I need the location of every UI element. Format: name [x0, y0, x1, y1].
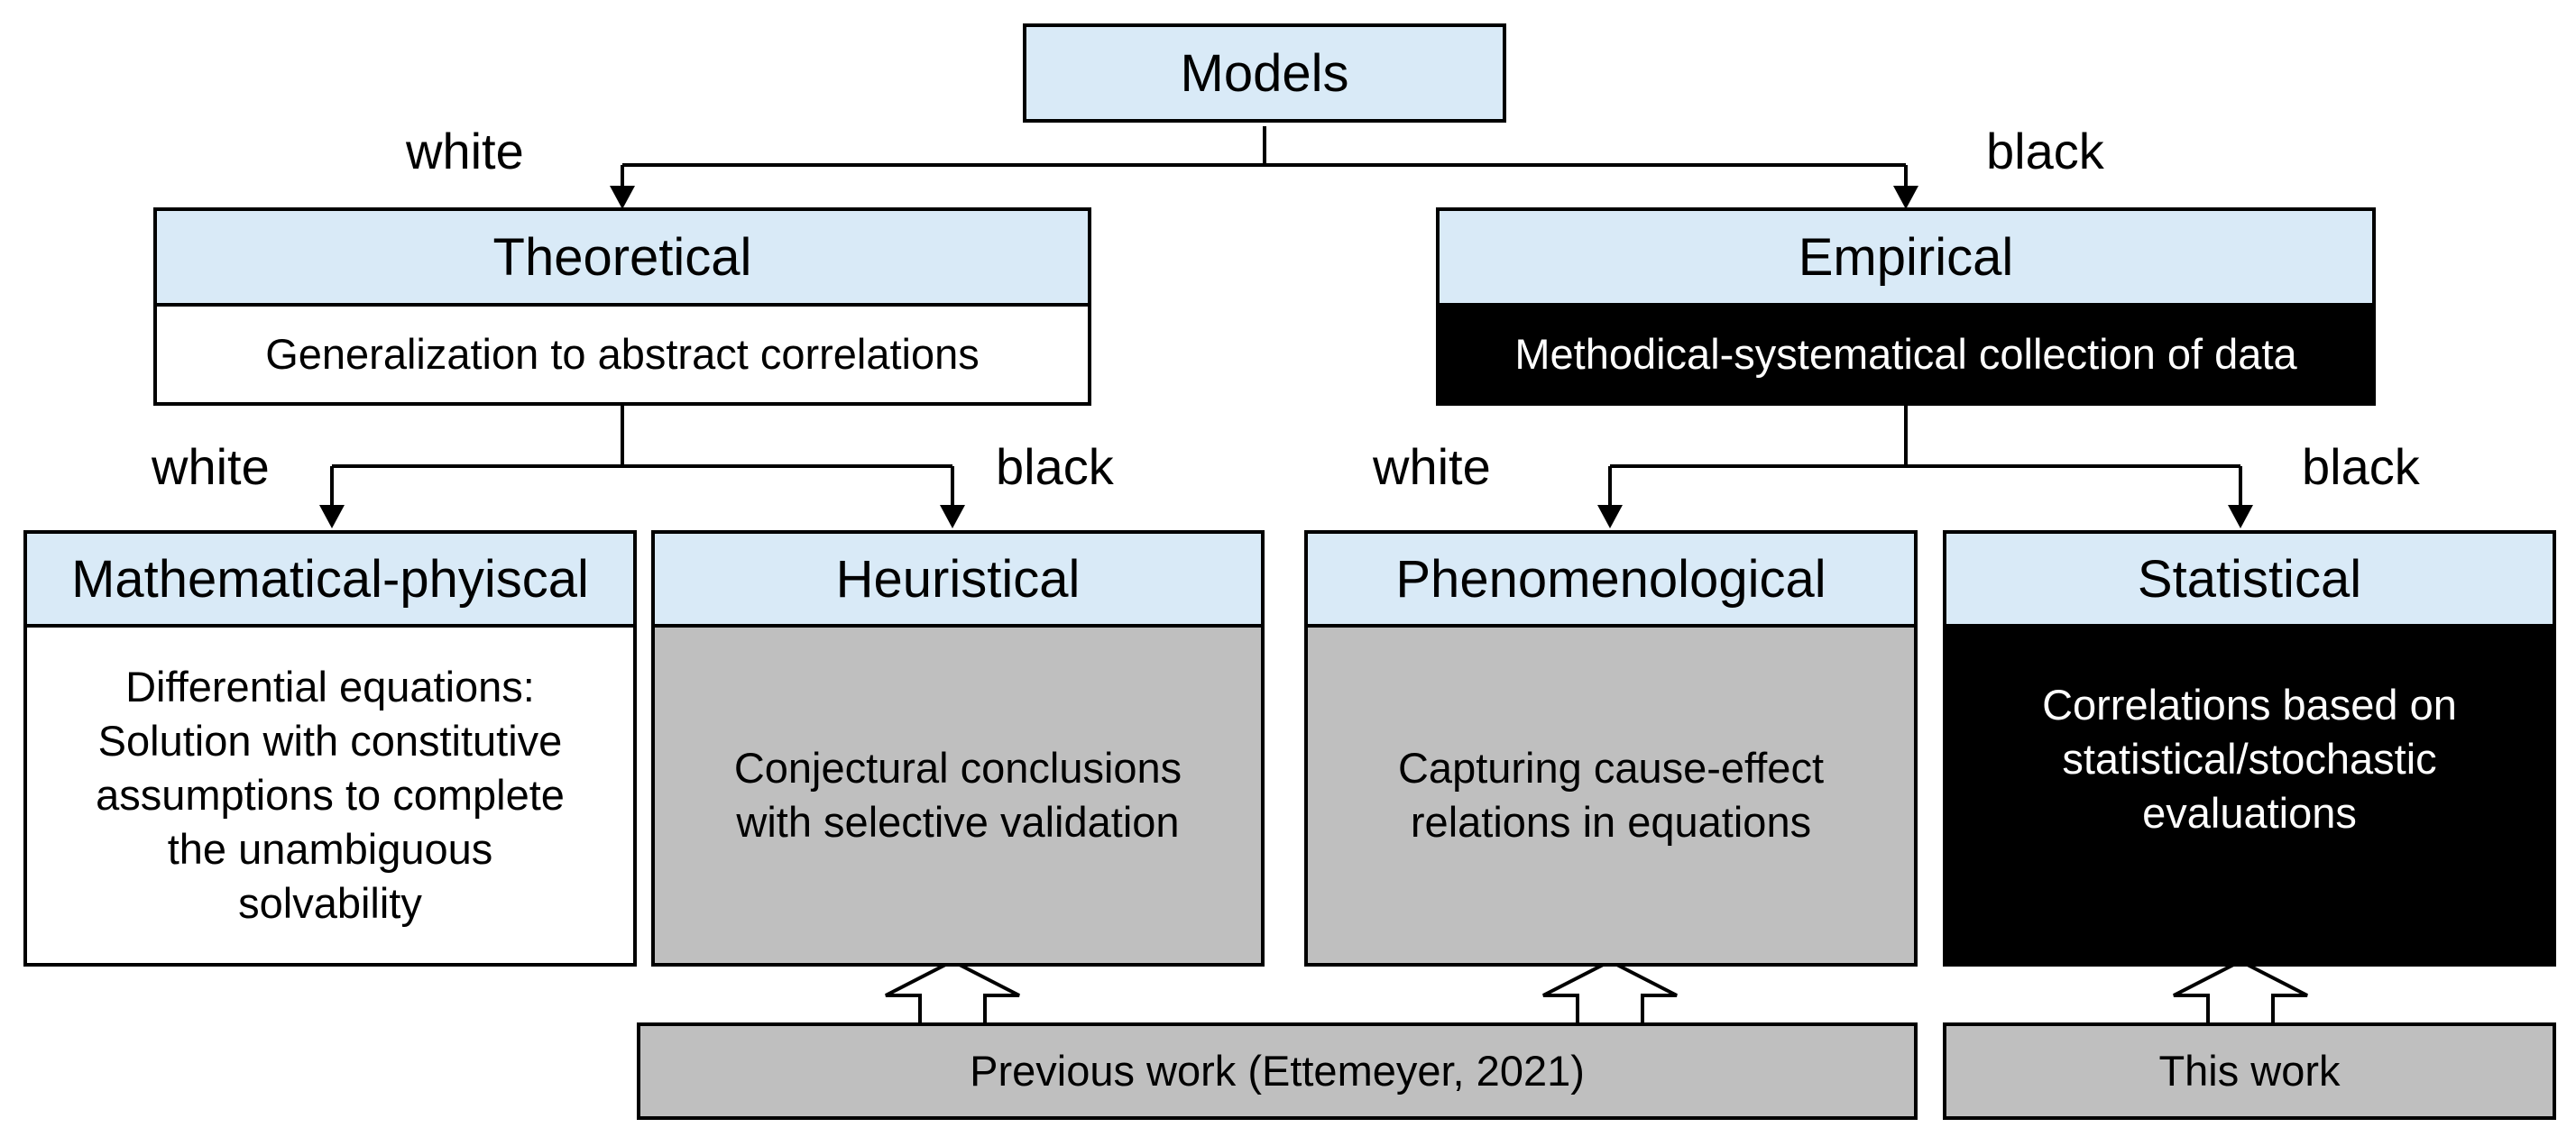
heuristical-header: Heuristical [651, 530, 1265, 628]
heuristical-title: Heuristical [835, 549, 1081, 609]
empirical-description: Methodical-systematical collection of da… [1514, 330, 2297, 378]
branch-label-theoretical-white: white [152, 438, 270, 495]
branch-label-empirical-black: black [2302, 438, 2420, 495]
mathematical-physical-title: Mathematical-phyiscal [71, 549, 589, 609]
phenomenological-title: Phenomenological [1395, 549, 1826, 609]
this-work-box: This work [1943, 1022, 2556, 1120]
phenomenological-header: Phenomenological [1304, 530, 1918, 628]
branch-label-root-black: black [1986, 123, 2104, 179]
models-box: Models [1023, 23, 1506, 123]
arrowhead-mathematical [319, 505, 345, 528]
mathematical-physical-header: Mathematical-phyiscal [23, 530, 637, 628]
statistical-description-box: Correlations based on statistical/stocha… [1943, 624, 2556, 967]
previous-work-box: Previous work (Ettemeyer, 2021) [637, 1022, 1918, 1120]
theoretical-description-box: Generalization to abstract correlations [153, 303, 1091, 406]
arrowhead-phenomenological [1597, 505, 1623, 528]
empirical-title: Empirical [1798, 227, 2014, 287]
phenomenological-description-box: Capturing cause-effect relations in equa… [1304, 624, 1918, 967]
arrowhead-empirical [1893, 186, 1918, 209]
branch-label-root-white: white [406, 123, 524, 179]
theoretical-header: Theoretical [153, 207, 1091, 307]
branch-label-empirical-white: white [1373, 438, 1491, 495]
statistical-header: Statistical [1943, 530, 2556, 628]
empirical-header: Empirical [1436, 207, 2376, 307]
this-work-label: This work [2158, 1047, 2341, 1095]
theoretical-description: Generalization to abstract correlations [265, 330, 980, 378]
statistical-description: Correlations based on statistical/stocha… [2042, 681, 2457, 837]
block-arrow-previous-phenomenological [1542, 958, 1678, 1026]
connector-empirical-split [1608, 404, 2242, 509]
block-arrow-previous-heuristical [885, 958, 1020, 1026]
models-title: Models [1180, 43, 1349, 103]
empirical-description-box: Methodical-systematical collection of da… [1436, 303, 2376, 406]
connector-models-split [621, 126, 1908, 191]
theoretical-title: Theoretical [492, 227, 752, 287]
mathematical-physical-description: Differential equations: Solution with co… [96, 663, 565, 927]
previous-work-label: Previous work (Ettemeyer, 2021) [970, 1047, 1585, 1095]
connector-theoretical-split [330, 404, 954, 509]
arrowhead-theoretical [610, 186, 635, 209]
branch-label-theoretical-black: black [996, 438, 1114, 495]
arrowhead-heuristical [940, 505, 965, 528]
phenomenological-description: Capturing cause-effect relations in equa… [1397, 744, 1825, 846]
heuristical-description: Conjectural conclusions with selective v… [733, 744, 1182, 846]
block-arrow-this-statistical [2173, 958, 2308, 1026]
arrowhead-statistical [2228, 505, 2253, 528]
statistical-title: Statistical [2137, 549, 2362, 609]
heuristical-description-box: Conjectural conclusions with selective v… [651, 624, 1265, 967]
mathematical-physical-description-box: Differential equations: Solution with co… [23, 624, 637, 967]
